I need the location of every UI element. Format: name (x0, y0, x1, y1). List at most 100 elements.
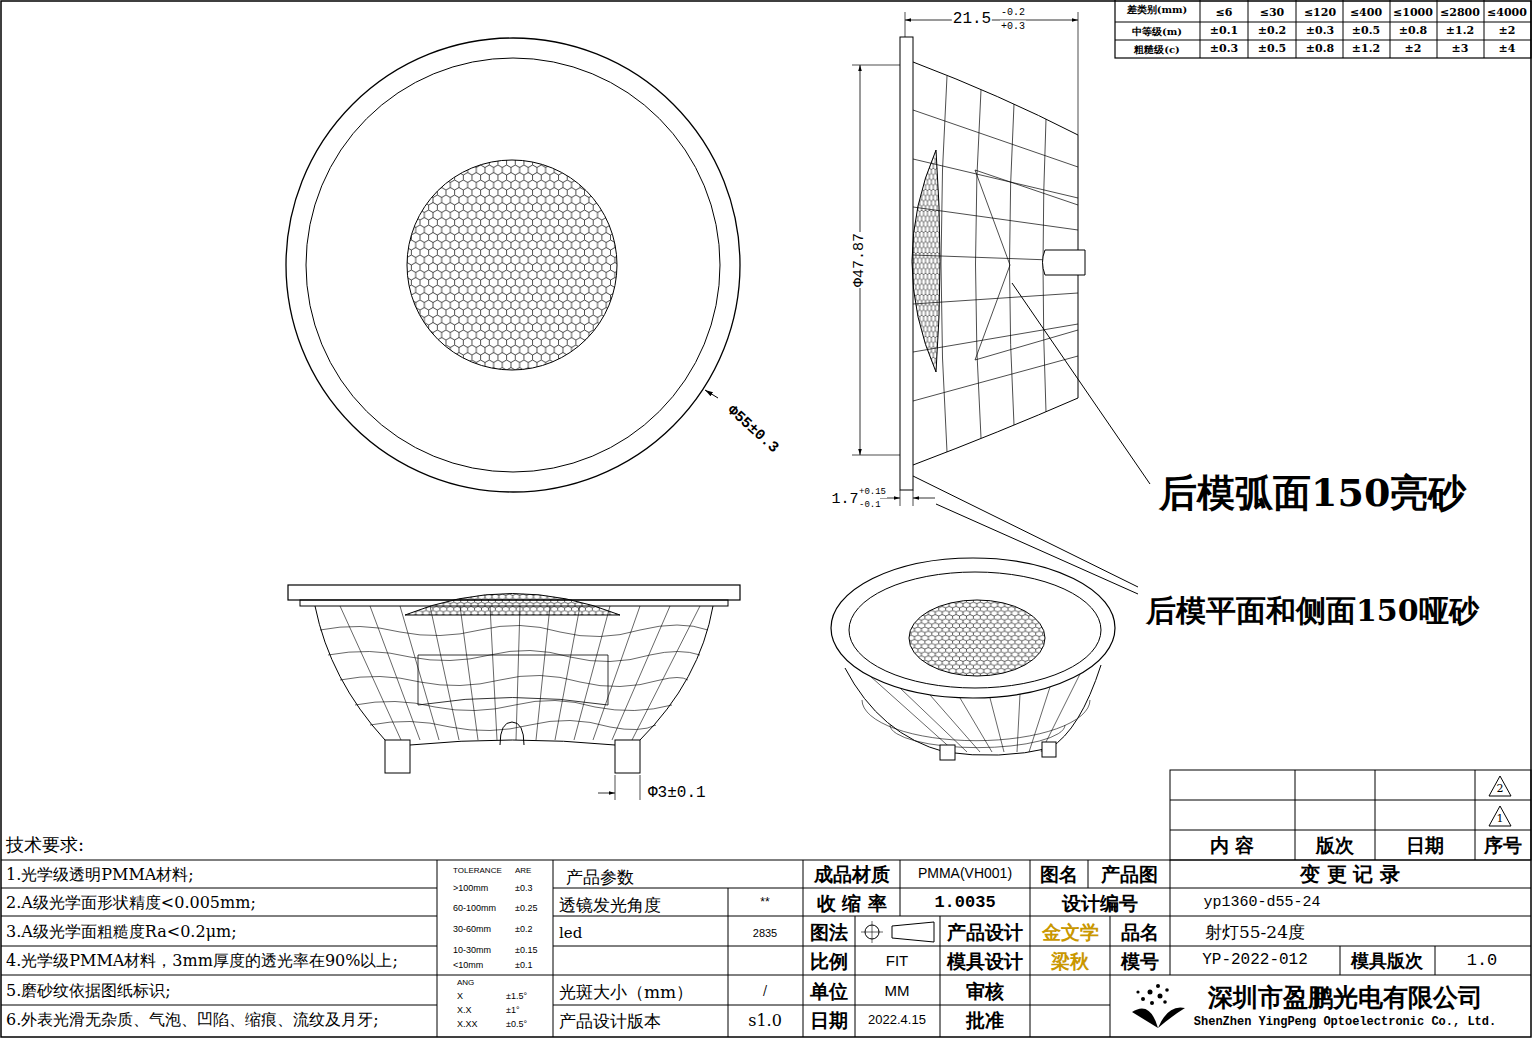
table-cell: ±0.8 (1305, 43, 1335, 55)
table-cell: ±0.2 (514, 925, 533, 935)
table-cell: 光斑大小（mm） (558, 983, 694, 1002)
table-cell: 射灯55-24度 (1204, 923, 1306, 942)
table-cell: >100mm (452, 884, 489, 894)
dimension: 1.7 (830, 492, 859, 509)
table-cell: 透镜发光角度 (558, 896, 662, 915)
table-cell: 品名 (1120, 922, 1160, 943)
table-cell: 版次 (1315, 835, 1355, 856)
table-cell: ±0.2 (1257, 25, 1287, 37)
table-cell: ≤30 (1259, 7, 1286, 19)
table-cell: ≤400 (1349, 7, 1383, 19)
callout: 后模平面和侧面150哑砂 (1145, 594, 1480, 627)
tolerance: -0.2 (1000, 7, 1026, 18)
note: 6.外表光滑无杂质、气泡、凹陷、缩痕、流纹及月牙; (5, 1011, 380, 1029)
table-cell: 内 容 (1209, 835, 1256, 856)
table-cell: ±0.5° (505, 1020, 528, 1030)
table-cell: ≤120 (1303, 7, 1337, 19)
note: 4.光学级PMMA材料，3mm厚度的透光率在90%以上; (5, 952, 399, 970)
table-cell: ±3 (1451, 43, 1470, 55)
table-cell: ±1.2 (1445, 25, 1475, 37)
table-cell: ±0.15 (514, 946, 538, 956)
table-cell: 图法 (809, 922, 849, 943)
table-cell: 产品设计版本 (558, 1012, 662, 1031)
revision-mark: 2 (1496, 783, 1505, 795)
dimension: Φ47.87 (852, 232, 869, 288)
table-cell: ±2 (1498, 25, 1517, 37)
table-cell: ANG (456, 979, 475, 988)
table-cell: ±0.5 (1351, 25, 1381, 37)
table-cell: ±0.3 (514, 884, 533, 894)
table-cell: 日期 (1405, 835, 1445, 856)
callout: 后模弧面150亮砂 (1158, 472, 1467, 514)
table-cell: ≤4000 (1486, 7, 1528, 19)
table-cell: ±0.3 (1209, 43, 1239, 55)
note-heading: 技术要求: (5, 835, 85, 855)
table-cell: 60-100mm (452, 904, 497, 914)
table-cell: 1.0 (1466, 952, 1499, 971)
table-cell: led (558, 925, 583, 942)
table-cell: <10mm (452, 961, 484, 971)
table-cell: ≤6 (1215, 7, 1234, 19)
table-cell: 审核 (965, 981, 1005, 1002)
table-cell: MM (884, 983, 911, 1000)
table-cell: 1.0035 (933, 894, 996, 913)
table-cell: 收 缩 率 (816, 893, 888, 914)
table-cell: yp1360-d55-24 (1202, 895, 1321, 912)
table-cell: ** (759, 896, 770, 909)
table-cell: ≤1000 (1392, 7, 1434, 19)
table-cell: 10-30mm (452, 946, 492, 956)
note: 1.光学级透明PMMA材料; (5, 866, 195, 884)
note: 2.A级光学面形状精度<0.005mm; (5, 894, 257, 912)
table-cell: 图名 (1039, 864, 1079, 885)
note: 5.磨砂纹依据图纸标识; (5, 982, 172, 1000)
table-cell: 产品图 (1100, 864, 1159, 885)
table-cell: 日期 (809, 1010, 849, 1031)
designer-name: 梁秋 (1050, 951, 1090, 972)
table-cell: 模具版次 (1350, 951, 1424, 971)
table-cell: 30-60mm (452, 925, 492, 935)
note: 3.A级光学面粗糙度Ra<0.2μm; (5, 923, 238, 941)
tolerance: +0.3 (1000, 21, 1026, 32)
table-cell: ±1° (505, 1006, 521, 1016)
table-cell: FIT (885, 953, 910, 970)
table-cell: ±0.1 (1209, 25, 1239, 37)
table-cell: ±0.1 (514, 961, 533, 971)
table-cell: 模号 (1120, 951, 1160, 972)
table-cell: 成品材质 (813, 864, 891, 885)
table-cell: ±4 (1498, 43, 1517, 55)
tolerance: -0.1 (858, 501, 882, 511)
revision-mark: 1 (1496, 813, 1505, 825)
table-cell: 设计编号 (1061, 893, 1139, 914)
tolerance: +0.15 (858, 488, 887, 498)
table-cell: ≤2800 (1439, 7, 1481, 19)
table-cell: ±0.25 (514, 904, 538, 914)
table-cell: 批准 (965, 1010, 1005, 1031)
table-cell: 2835 (752, 927, 778, 939)
dimension: Φ3±0.1 (647, 785, 707, 803)
company-name: 深圳市盈鹏光电有限公司 (1207, 984, 1484, 1012)
table-cell: ±0.8 (1398, 25, 1428, 37)
table-cell: 粗糙级(c) (1133, 44, 1181, 55)
dimension: 21.5 (952, 11, 992, 29)
table-cell: X (456, 992, 464, 1002)
table-cell: 中等级(m) (1131, 26, 1183, 37)
table-cell: 2022.4.15 (867, 1013, 927, 1027)
table-cell: 变 更 记 录 (1299, 863, 1402, 885)
table-cell: PMMA(VH001) (917, 866, 1013, 881)
table-cell: s1.0 (747, 1012, 783, 1030)
table-cell: ARE (514, 867, 532, 876)
table-cell: YP-2022-012 (1201, 952, 1309, 970)
table-cell: ±0.3 (1305, 25, 1335, 37)
dimension: Φ55±0.3 (722, 402, 781, 458)
table-cell: X.X (456, 1006, 473, 1016)
table-cell: 单位 (809, 981, 849, 1002)
table-cell: ±1.2 (1351, 43, 1381, 55)
designer-name: 金文学 (1041, 922, 1100, 943)
table-cell: 序号 (1483, 835, 1523, 856)
table-cell: ±2 (1404, 43, 1423, 55)
table-cell: X.XX (456, 1020, 479, 1030)
company-name: ShenZhen YingPeng Optoelectronic Co., Lt… (1193, 1016, 1497, 1029)
table-cell: / (762, 985, 768, 998)
table-cell: 模具设计 (946, 951, 1024, 972)
